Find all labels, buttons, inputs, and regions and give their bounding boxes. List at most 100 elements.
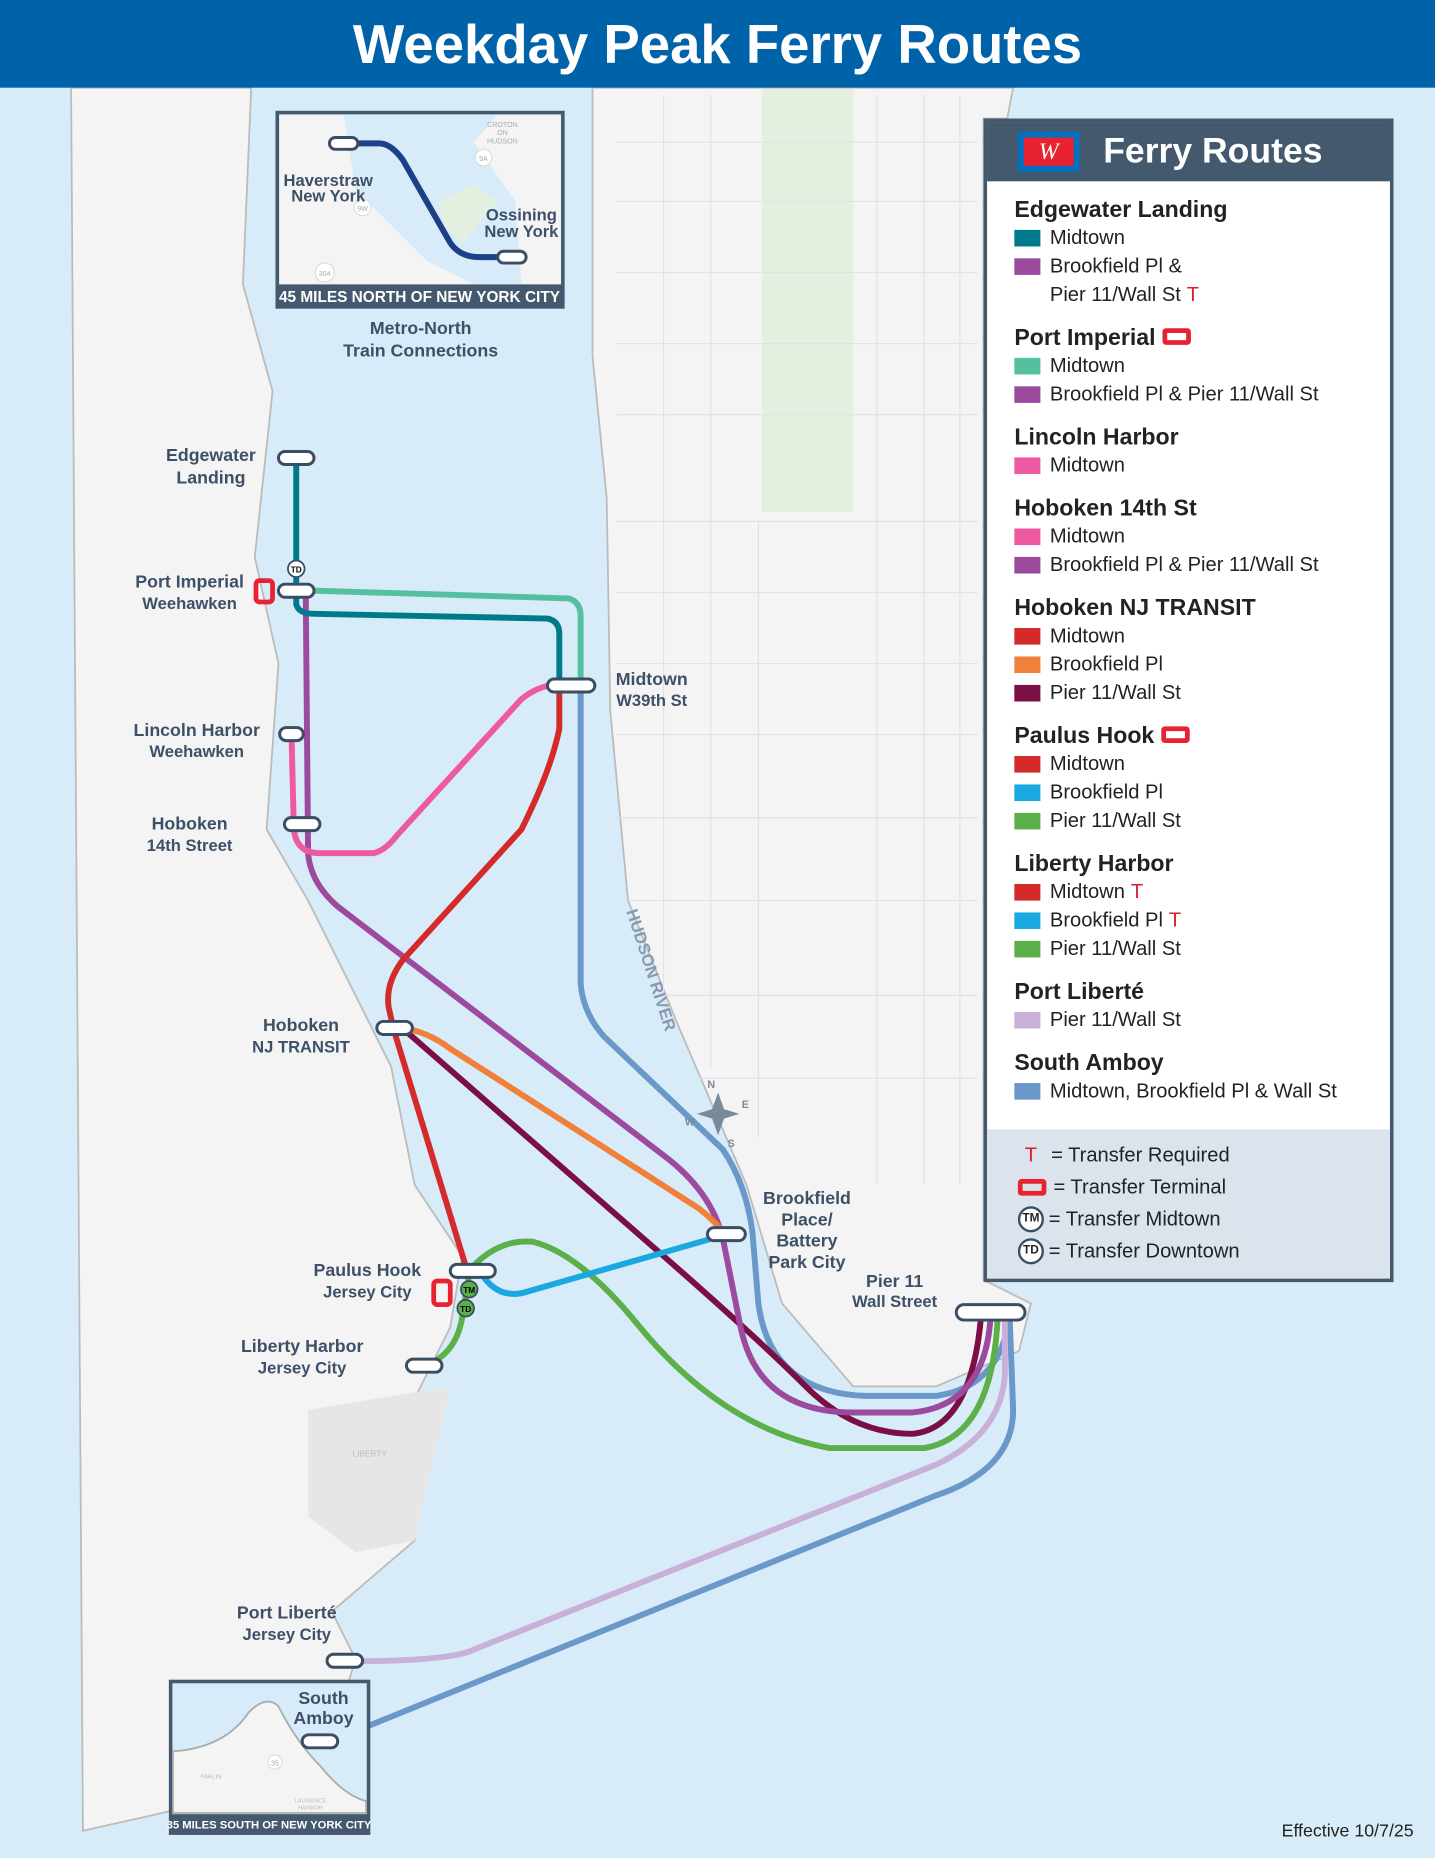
route-color-swatch (1014, 258, 1041, 275)
svg-text:304: 304 (319, 270, 331, 278)
legend-route-item: Pier 11/Wall St (1014, 679, 1390, 707)
svg-text:ON: ON (497, 129, 508, 137)
terminal-port-imperial[interactable] (276, 582, 316, 599)
svg-text:Amboy: Amboy (293, 1708, 353, 1728)
label-midtown-2: W39th St (616, 691, 687, 710)
legend-route-item: Midtown (1014, 224, 1390, 252)
terminal-edgewater[interactable] (276, 449, 316, 466)
legend-key: T= Transfer Required = Transfer Terminal… (987, 1129, 1390, 1279)
svg-text:Haverstraw: Haverstraw (284, 171, 373, 190)
terminal-hoboken-njt[interactable] (375, 1019, 414, 1036)
terminal-hoboken-14th[interactable] (282, 816, 322, 833)
legend-route-item: Midtown (1014, 451, 1390, 479)
svg-text:N: N (707, 1079, 715, 1091)
route-color-swatch (1014, 357, 1041, 375)
transfer-terminal-icon (1017, 1178, 1047, 1196)
terminal-pier11[interactable] (954, 1303, 1027, 1322)
legend-route-item: Pier 11/Wall St (1014, 807, 1390, 835)
tm-badge-paulus: TM (460, 1280, 479, 1299)
route-color-swatch (1014, 756, 1041, 773)
svg-text:HARBOR: HARBOR (298, 1805, 323, 1811)
terminal-south-amboy[interactable] (300, 1733, 340, 1750)
svg-text:TD: TD (460, 1304, 471, 1314)
terminal-lincoln-harbor[interactable] (278, 726, 305, 743)
legend-group-title: Paulus Hook (1014, 722, 1390, 750)
label-paulus: Paulus Hook (314, 1260, 422, 1280)
transfer-terminal-icon-paulus (431, 1278, 453, 1308)
svg-text:LAURENCE: LAURENCE (294, 1798, 326, 1804)
terminal-port-liberte[interactable] (325, 1652, 365, 1669)
legend-group-title: Liberty Harbor (1014, 850, 1174, 877)
terminal-paulus-hook[interactable] (448, 1262, 497, 1279)
route-color-swatch (1014, 457, 1041, 474)
label-lincoln-2: Weehawken (149, 742, 244, 761)
ny-waterway-logo: W (1017, 131, 1080, 172)
legend-route-item: Brookfield Pl (1014, 779, 1390, 807)
route-color-swatch (1014, 940, 1041, 958)
label-brookfield-4: Park City (768, 1252, 845, 1272)
terminal-midtown[interactable] (545, 677, 597, 694)
liberty-state-park-label: LIBERTY (353, 1448, 388, 1458)
route-color-swatch (1014, 912, 1041, 930)
route-pink-midtown (288, 681, 560, 857)
legend-route-item: Midtown (1014, 352, 1390, 380)
legend-group-title: Port Imperial (1014, 323, 1390, 351)
route-purple-brookfield-pier11 (302, 589, 994, 1416)
route-color-swatch (1014, 784, 1041, 802)
north-inset-banner: 45 MILES NORTH OF NEW YORK CITY (279, 289, 561, 306)
route-color-swatch (1014, 556, 1041, 574)
svg-text:W: W (685, 1117, 696, 1129)
route-color-swatch (1014, 684, 1041, 702)
transfer-terminal-icon (1162, 328, 1192, 345)
label-port-liberte-2: Jersey City (243, 1625, 332, 1644)
legend-route-item: Midtown (1014, 523, 1390, 551)
label-midtown: Midtown (616, 669, 688, 689)
transfer-midtown-icon: TM (1017, 1205, 1044, 1232)
legend-group-title: Lincoln Harbor (1014, 424, 1179, 451)
label-port-imperial: Port Imperial (135, 572, 244, 592)
route-edgewater-midtown (293, 455, 563, 688)
terminal-liberty-harbor[interactable] (404, 1357, 444, 1374)
label-edgewater-2: Landing (176, 467, 245, 487)
label-port-liberte: Port Liberté (237, 1603, 337, 1623)
legend-route-item: Pier 11/Wall St (1014, 935, 1390, 963)
south-inset: 35 PARLIN LAURENCE HARBOR South Amboy 35… (167, 1679, 372, 1835)
svg-text:TD: TD (291, 564, 302, 574)
legend-group-title: Hoboken 14th St (1014, 495, 1197, 522)
svg-text:S: S (728, 1138, 735, 1150)
legend-header: W Ferry Routes (987, 122, 1390, 182)
legend-route-item: Midtown, Brookfield Pl & Wall St (1014, 1077, 1390, 1105)
route-orange-hoboken-brookfield (399, 1025, 729, 1238)
legend-route-item: Brookfield Pl & Pier 11/Wall St (1014, 380, 1390, 408)
route-color-swatch (1014, 386, 1041, 403)
svg-text:35: 35 (271, 1760, 279, 1768)
route-port-liberte (343, 1312, 1008, 1665)
transfer-terminal-icon (1161, 726, 1190, 743)
terminal-brookfield[interactable] (705, 1226, 747, 1243)
svg-text:HUDSON: HUDSON (487, 137, 518, 145)
label-pier11-2: Wall Street (852, 1292, 938, 1311)
transfer-required-marker: T (1130, 880, 1144, 903)
legend-route-item: Brookfield Pl & (1014, 252, 1390, 280)
central-park (761, 88, 854, 512)
legend-route-item: Pier 11/Wall St (1014, 1006, 1390, 1034)
compass-rose: N E S W (685, 1079, 749, 1150)
route-red-midtown (385, 681, 563, 1277)
label-hoboken14-2: 14th Street (147, 836, 233, 855)
transfer-required-marker: T (1168, 908, 1182, 932)
label-liberty-2: Jersey City (258, 1358, 347, 1377)
label-edgewater: Edgewater (166, 445, 256, 465)
transfer-required-marker: T (1186, 283, 1200, 306)
page-title: Weekday Peak Ferry Routes (0, 0, 1435, 88)
label-brookfield: Brookfield (763, 1188, 851, 1208)
